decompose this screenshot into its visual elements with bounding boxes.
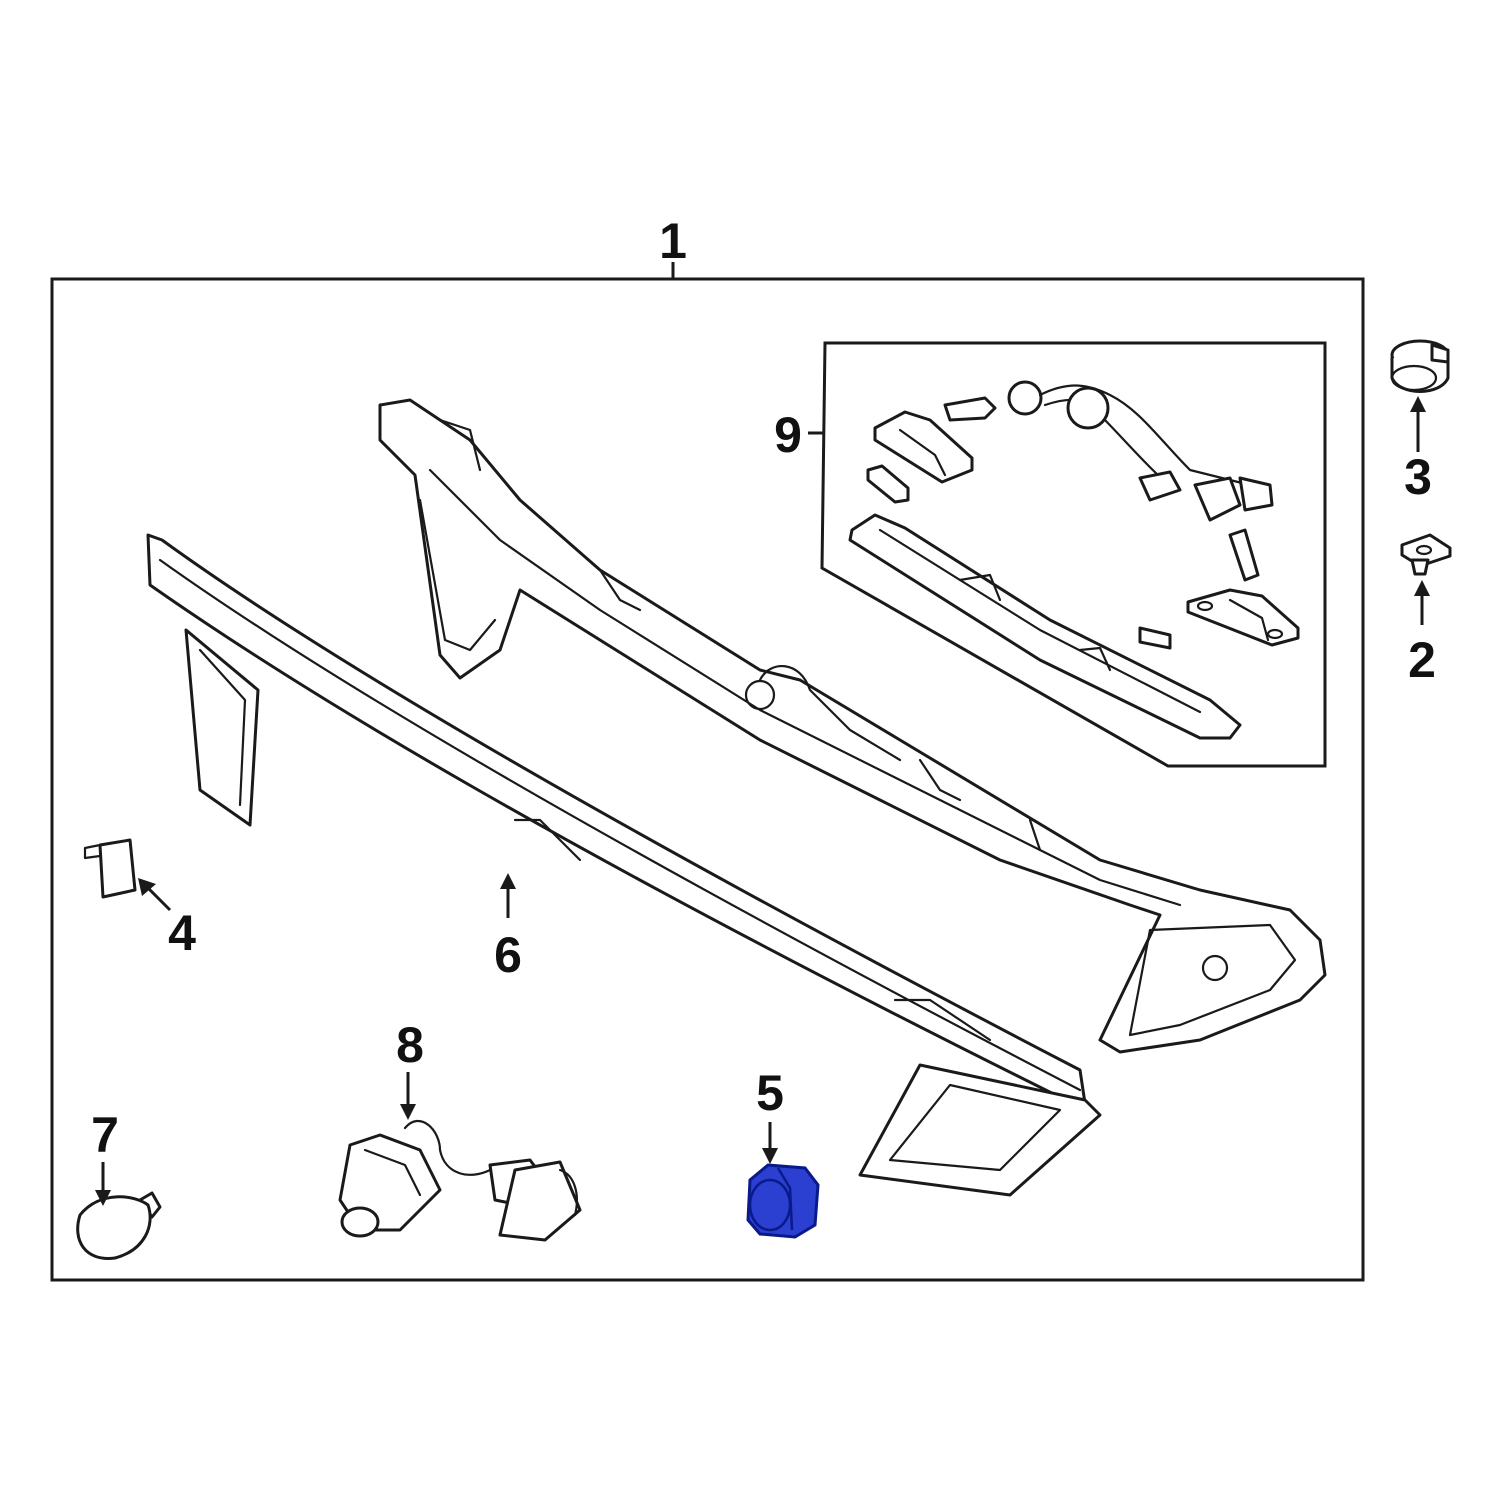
- leader-arrows: [95, 396, 1430, 1206]
- callout-6: 6: [494, 927, 522, 983]
- callout-2: 2: [1408, 632, 1436, 688]
- subassembly-box-9: [808, 341, 1327, 768]
- part-7-bulb[interactable]: [76, 1191, 162, 1260]
- part-5-grommet[interactable]: [746, 1163, 820, 1239]
- callout-labels: 1 2 3 4 5 6 7 8 9: [91, 213, 1436, 1163]
- callout-8: 8: [396, 1017, 424, 1073]
- callout-5: 5: [756, 1065, 784, 1121]
- part-8-camera[interactable]: [338, 1120, 582, 1242]
- callout-7: 7: [91, 1107, 119, 1163]
- part-3-push-rivet[interactable]: [1390, 339, 1450, 393]
- callout-1: 1: [659, 213, 687, 269]
- callout-4: 4: [168, 905, 196, 961]
- reinforcement-bracket[interactable]: [378, 398, 1327, 1054]
- callout-9: 9: [774, 407, 802, 463]
- assembly-frame: [50, 262, 1365, 1282]
- callout-3: 3: [1404, 449, 1432, 505]
- part-2-clip-nut[interactable]: [1400, 533, 1452, 576]
- part-4-clip[interactable]: [83, 838, 137, 899]
- part-6-bumper-trim[interactable]: [146, 533, 1102, 1197]
- part-9-contents[interactable]: [848, 380, 1300, 740]
